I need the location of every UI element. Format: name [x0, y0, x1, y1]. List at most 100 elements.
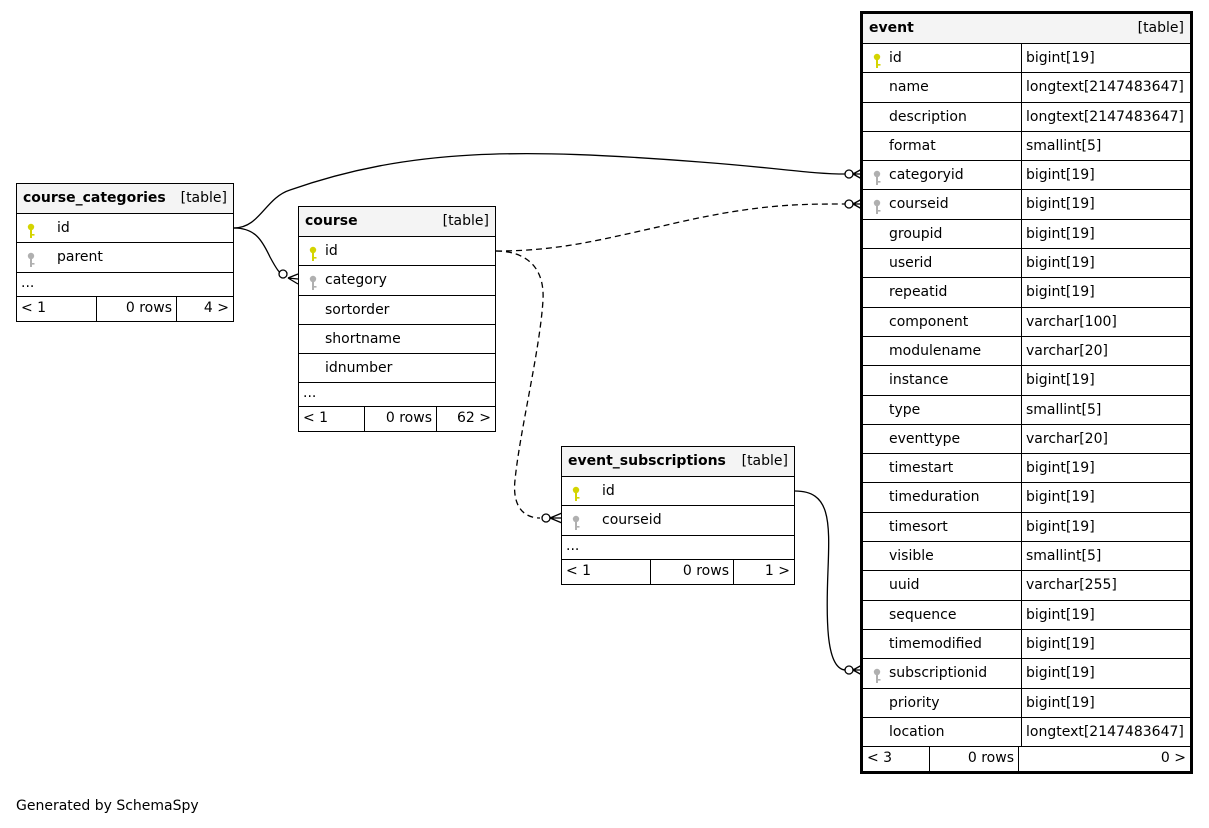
table-type: [table] [741, 453, 788, 469]
column-type: varchar[100] [1021, 307, 1117, 336]
column-name[interactable]: timemodified [889, 635, 982, 652]
more-columns[interactable]: ... [299, 383, 495, 408]
column-name[interactable]: subscriptionid [889, 665, 988, 682]
more-columns[interactable]: ... [17, 273, 233, 297]
table-header: event [table] [863, 14, 1190, 44]
column-name[interactable]: groupid [889, 225, 943, 242]
column-name[interactable]: categoryid [889, 167, 964, 184]
column-name[interactable]: location [889, 723, 945, 740]
column-name[interactable]: format [889, 137, 936, 154]
column-row-instance: instance bigint[19] [863, 366, 1190, 396]
table-header: event_subscriptions [table] [562, 447, 794, 477]
column-type: longtext[2147483647] [1021, 102, 1184, 131]
column-type: varchar[20] [1021, 336, 1108, 366]
column-type: bigint[19] [1021, 629, 1095, 659]
foreign-key-icon [25, 250, 37, 268]
row-count: 0 rows [650, 559, 734, 584]
table-name[interactable]: course [305, 213, 358, 229]
parent-count[interactable]: < 1 [303, 410, 329, 427]
column-row-timemodified: timemodified bigint[19] [863, 629, 1190, 660]
table-name[interactable]: event_subscriptions [568, 453, 726, 469]
column-name[interactable]: shortname [325, 330, 401, 347]
column-name[interactable]: courseid [889, 196, 949, 213]
column-type: smallint[5] [1021, 131, 1101, 161]
column-name[interactable]: sequence [889, 606, 957, 623]
foreign-key-icon [871, 168, 883, 186]
column-name[interactable]: uuid [889, 577, 920, 594]
column-name[interactable]: category [325, 272, 387, 289]
column-type: bigint[19] [1021, 483, 1095, 512]
column-type: bigint[19] [1021, 600, 1095, 629]
table-name[interactable]: course_categories [23, 190, 166, 206]
column-row-modulename: modulename varchar[20] [863, 336, 1190, 367]
column-name[interactable]: timeduration [889, 489, 980, 506]
table-event-subscriptions: event_subscriptions [table] id courseid … [561, 446, 795, 585]
table-footer: < 1 0 rows 62 > [299, 407, 495, 432]
column-row-userid: userid bigint[19] [863, 249, 1190, 279]
table-course: course [table] id category sortorder sho… [298, 206, 496, 433]
child-count[interactable]: 62 > [457, 410, 491, 427]
column-type: bigint[19] [1021, 249, 1095, 278]
column-name[interactable]: timestart [889, 460, 954, 477]
column-name[interactable]: instance [889, 372, 949, 389]
column-row-description: description longtext[2147483647] [863, 102, 1190, 132]
child-count[interactable]: 1 > [764, 562, 790, 579]
column-row-courseid: courseid [562, 506, 794, 536]
column-type: varchar[255] [1021, 571, 1117, 600]
column-type: bigint[19] [1021, 44, 1095, 73]
column-type: smallint[5] [1021, 395, 1101, 424]
column-name[interactable]: id [325, 243, 338, 259]
child-count[interactable]: 4 > [203, 299, 229, 316]
parent-count[interactable]: < 1 [21, 299, 47, 316]
column-name[interactable]: parent [57, 249, 103, 266]
parent-count[interactable]: < 1 [566, 562, 592, 579]
table-header: course [table] [299, 207, 495, 237]
column-row-uuid: uuid varchar[255] [863, 571, 1190, 601]
column-name[interactable]: id [602, 483, 615, 499]
child-count[interactable]: 0 > [1160, 750, 1186, 767]
column-name[interactable]: idnumber [325, 360, 393, 377]
column-row-idnumber: idnumber [299, 354, 495, 384]
column-name[interactable]: priority [889, 694, 940, 711]
column-name[interactable]: eventtype [889, 430, 961, 447]
primary-key-icon [25, 221, 37, 238]
column-name[interactable]: visible [889, 548, 934, 565]
table-name[interactable]: event [869, 20, 914, 36]
column-name[interactable]: description [889, 108, 967, 125]
column-name[interactable]: id [889, 50, 902, 66]
parent-count[interactable]: < 3 [867, 750, 893, 767]
more-columns[interactable]: ... [562, 536, 794, 560]
primary-key-icon [570, 484, 582, 501]
column-name[interactable]: sortorder [325, 301, 390, 318]
column-type: longtext[2147483647] [1021, 73, 1184, 102]
column-name[interactable]: name [889, 79, 929, 96]
column-name[interactable]: type [889, 401, 921, 418]
foreign-key-icon [570, 513, 582, 531]
column-name[interactable]: repeatid [889, 284, 948, 301]
column-name[interactable]: modulename [889, 342, 982, 359]
column-row-shortname: shortname [299, 325, 495, 355]
column-row-name: name longtext[2147483647] [863, 73, 1190, 103]
column-type: smallint[5] [1021, 542, 1101, 571]
column-row-parent: parent [17, 243, 233, 273]
edge-course-to-event-courseid [495, 203, 847, 252]
column-type: bigint[19] [1021, 659, 1095, 688]
column-row-visible: visible smallint[5] [863, 542, 1190, 572]
column-name[interactable]: component [889, 313, 969, 330]
column-type: bigint[19] [1021, 366, 1095, 395]
optional-marker [278, 269, 288, 279]
foreign-key-icon [871, 197, 883, 215]
column-name[interactable]: userid [889, 255, 933, 272]
column-name[interactable]: id [57, 220, 70, 236]
column-name[interactable]: courseid [602, 512, 662, 529]
optional-marker [844, 665, 854, 675]
column-name[interactable]: timesort [889, 518, 948, 535]
edge-event-subscriptions-to-event-subscriptionid [794, 490, 847, 671]
